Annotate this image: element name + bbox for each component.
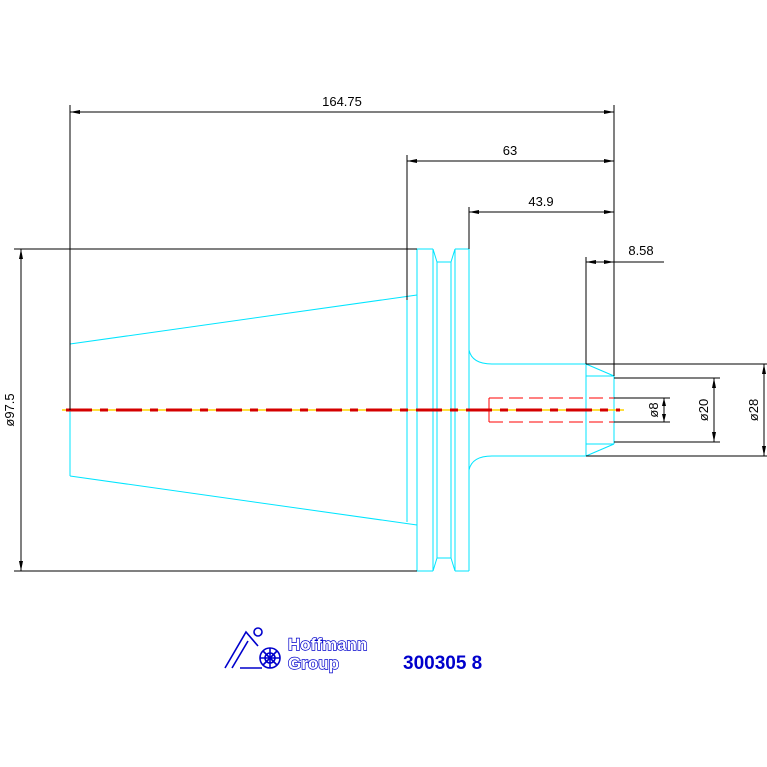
dim-label-dia-97-5: ø97.5 <box>2 393 17 426</box>
arrow <box>762 364 766 374</box>
arrow <box>586 260 596 264</box>
arrow <box>19 561 23 571</box>
dim-label-43-9: 43.9 <box>528 194 553 209</box>
arrowheads <box>19 110 766 571</box>
hoffmann-group-logo: Hoffmann Group <box>224 627 368 674</box>
arrow <box>712 378 716 388</box>
dim-label-dia-28: ø28 <box>746 399 761 421</box>
v-groove-top <box>432 248 456 263</box>
arrow <box>469 210 479 214</box>
dim-label-overall-length: 164.75 <box>322 94 362 109</box>
shank-top-chamfer <box>585 363 615 377</box>
dim-label-dia-8: ø8 <box>646 402 661 417</box>
arrow <box>762 446 766 456</box>
arrow <box>407 159 417 163</box>
logo-text-line2: Group <box>288 654 339 673</box>
neck-bottom-fillet <box>468 455 586 471</box>
neck-top-fillet <box>468 349 586 365</box>
dimension-labels: 164.75 63 43.9 8.58 ø97.5 ø8 ø20 ø28 <box>2 94 761 427</box>
arrow <box>604 210 614 214</box>
logo-text-line1: Hoffmann <box>288 635 367 654</box>
arrow <box>19 249 23 259</box>
arrow <box>604 110 614 114</box>
part-number: 300305 8 <box>403 653 482 674</box>
logo-mark-icon <box>224 627 281 669</box>
arrow <box>712 432 716 442</box>
dim-label-dia-20: ø20 <box>696 399 711 421</box>
dim-label-8-58: 8.58 <box>628 243 653 258</box>
dim-label-63: 63 <box>503 143 517 158</box>
arrow <box>70 110 80 114</box>
shank-bottom-chamfer <box>585 443 615 457</box>
arrow <box>604 260 614 264</box>
dimension-lines <box>14 105 767 572</box>
v-groove-bottom <box>432 557 456 572</box>
arrow <box>662 414 666 422</box>
taper-top-edge <box>69 294 418 345</box>
arrow <box>662 398 666 406</box>
arrow <box>604 159 614 163</box>
taper-bottom-edge <box>69 475 418 526</box>
